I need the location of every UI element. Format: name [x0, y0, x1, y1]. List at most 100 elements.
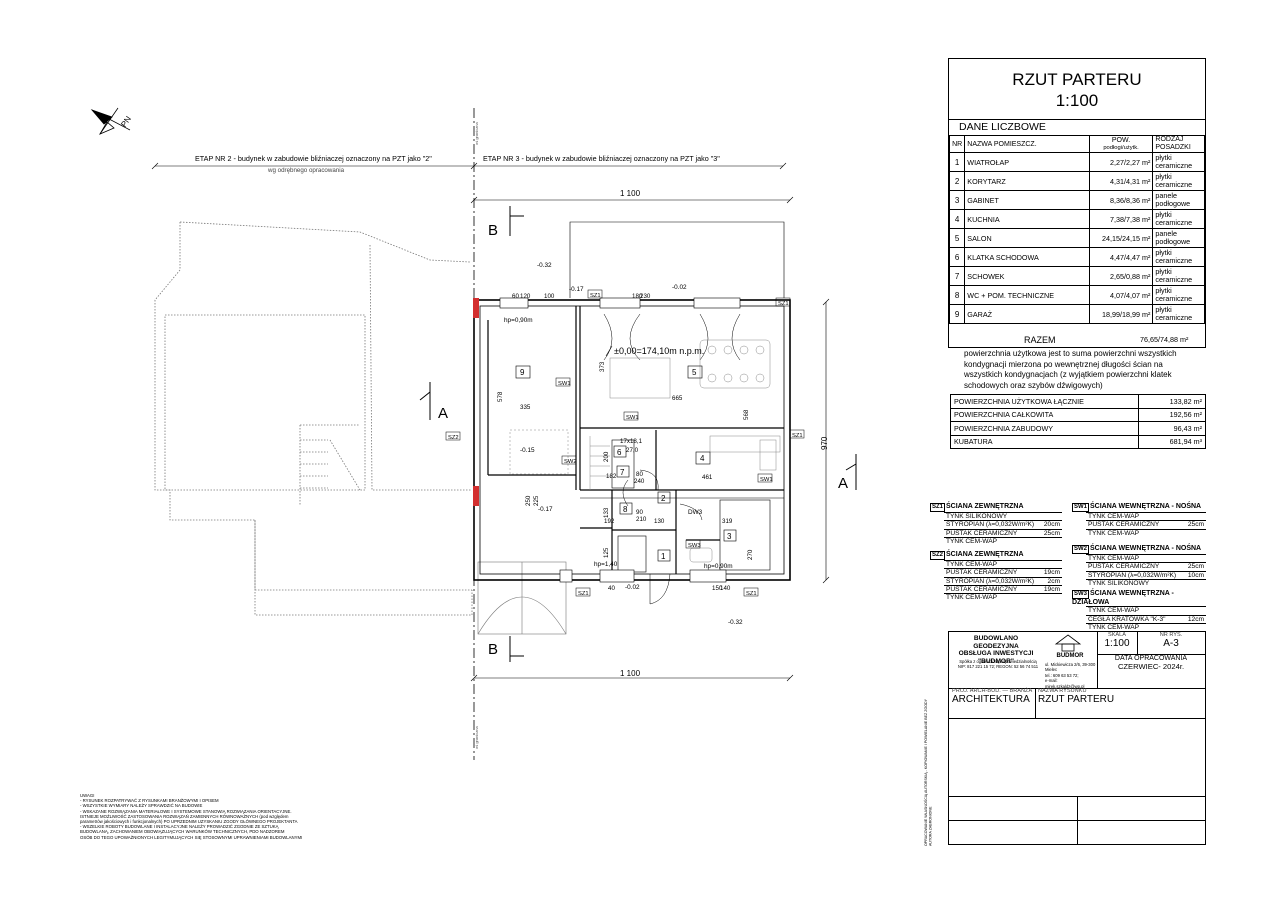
- room-floor: płytki ceramiczne: [1152, 247, 1205, 267]
- company-name-1: BUDOWLANO GEODEZYJNA: [973, 635, 1019, 650]
- note-line: ISTNIEJE MOŻLIWOŚĆ ZASTOSOWANIA ROZWIĄZA…: [80, 813, 289, 819]
- summary-label: POWIERZCHNIA UŻYTKOWA ŁĄCZNIE: [950, 394, 1139, 409]
- branza-label: PROJ. ARCH-BUD. — BRANŻA: [952, 688, 1033, 694]
- layer-material: STYROPIAN (λ=0,032W/m²K): [944, 520, 1041, 530]
- wall-layer-row: TYNK SILIKONOWY: [1086, 578, 1206, 588]
- area-description: powierzchnia użytkowa jest to suma powie…: [964, 349, 1177, 390]
- note-line: - WSKAZANE ROZWIĄZANIA MATERIAŁOWE I SYS…: [80, 808, 292, 814]
- room-nr: 7: [948, 266, 966, 286]
- svg-text:40: 40: [608, 585, 615, 592]
- wall-tag: SZ2: [930, 551, 946, 561]
- company-contact: ul. Mickiewicza 2/6, 39-300 Mielec tel.:…: [1045, 662, 1097, 689]
- rysunek-label: NAZWA RYSUNKU: [1038, 688, 1087, 694]
- layer-material: PUSTAK CERAMICZNY: [944, 568, 1041, 578]
- room-name: WIATROŁAP: [964, 152, 1090, 172]
- wall-title: ŚCIANA ZEWNĘTRZNA: [946, 503, 1024, 510]
- razem-value: 76,65/74,88 m²: [1140, 335, 1189, 344]
- note-line: parametrów jakościowych i funkcjonalnych…: [80, 819, 298, 825]
- layer-thickness: [1180, 528, 1206, 537]
- branza-cell: PROJ. ARCH-BUD. — BRANŻA ARCHITEKTURA: [949, 688, 1036, 719]
- north-label: PN: [119, 114, 133, 128]
- razem-label: RAZEM: [1024, 335, 1056, 345]
- room-label-7: 7: [620, 468, 625, 477]
- company-address: ul. Mickiewicza 2/6, 39-300 Mielec: [1045, 662, 1096, 673]
- room-area: 4,47/4,47 m²: [1088, 247, 1154, 267]
- section-a-right: A: [838, 475, 848, 492]
- layer-material: TYNK CEM-WAP: [944, 560, 1041, 569]
- room-name: SALON: [964, 228, 1090, 248]
- rysunek-value: RZUT PARTERU: [1038, 694, 1115, 705]
- company-name-2: OBSŁUGA INWESTYCJI: [958, 650, 1034, 658]
- svg-text:133: 133: [603, 507, 610, 518]
- room-nr: 8: [948, 285, 966, 305]
- dim-top: 1 100: [620, 189, 641, 198]
- axis-labels: oś graniczna oś graniczna: [474, 122, 479, 749]
- svg-text:80: 80: [636, 471, 643, 478]
- divider: [949, 119, 1205, 120]
- section-a-left: A: [438, 405, 448, 422]
- summary-value: 133,82 m²: [1138, 394, 1206, 409]
- dim-right: 970: [820, 436, 829, 450]
- layer-thickness: 25cm: [1184, 562, 1206, 572]
- layer-thickness: [1184, 554, 1206, 563]
- svg-text:SZ1: SZ1: [778, 301, 789, 307]
- svg-text:SZ1: SZ1: [578, 591, 589, 597]
- svg-text:hp=1,40: hp=1,40: [594, 561, 618, 568]
- svg-text:180: 180: [632, 293, 643, 300]
- summary-value: 192,56 m²: [1138, 407, 1206, 422]
- room-nr: 2: [948, 171, 966, 191]
- dim-bottom: 1 100: [620, 669, 641, 678]
- wall-layer-row: TYNK CEM-WAP: [944, 536, 1062, 546]
- layer-thickness: [1040, 560, 1062, 569]
- svg-text:oś graniczna: oś graniczna: [474, 122, 479, 145]
- title-block: RZUT PARTERU 1:100 DANE LICZBOWE NR NAZW…: [948, 58, 1206, 348]
- svg-text:90: 90: [636, 509, 643, 516]
- wall-layer-row: TYNK CEM-WAP: [1086, 606, 1206, 616]
- svg-text:SZ1: SZ1: [746, 591, 757, 597]
- layer-thickness: [1182, 622, 1206, 632]
- floor-plan: PN ETAP NR 2 - budynek w zabudowie bliźn…: [90, 107, 857, 760]
- wall-title: ŚCIANA WEWNĘTRZNA - DZIAŁOWA: [1072, 590, 1174, 607]
- skala-label: SKALA: [1107, 632, 1127, 638]
- wall-tag: SW3: [1072, 590, 1090, 600]
- layer-material: TYNK SILIKONOWY: [1086, 578, 1185, 588]
- wall-tag: SZ1: [930, 503, 946, 513]
- layer-thickness: 2cm: [1040, 576, 1062, 586]
- layer-material: STYROPIAN (λ=0,032W/m²K): [1086, 570, 1185, 580]
- room-labels: 9 5 4 6 7 8 2 1 3: [515, 365, 737, 562]
- layer-thickness: 10cm: [1184, 570, 1206, 580]
- room-name: SCHOWEK: [964, 266, 1090, 286]
- north-arrow-icon: PN: [90, 107, 133, 135]
- company-name: BUDOWLANO GEODEZYJNA OBSŁUGA INWESTYCJI …: [955, 635, 1037, 665]
- level-marks: -0.32 -0.17 -0.02 -0.15 -0.17 -0.02 -0.3…: [504, 262, 743, 626]
- svg-text:373: 373: [599, 361, 606, 372]
- layer-thickness: 25cm: [1180, 520, 1206, 530]
- svg-text:17x18,1: 17x18,1: [620, 438, 643, 445]
- room-area: 4,31/4,31 m²: [1088, 171, 1154, 191]
- svg-text:210: 210: [636, 516, 647, 523]
- garage-gate: [477, 561, 567, 635]
- room-area: 4,07/4,07 m²: [1088, 285, 1154, 305]
- wall-layer-row: STYROPIAN (λ=0,032W/m²K)2cm: [944, 576, 1062, 586]
- svg-text:-0.17: -0.17: [538, 506, 553, 513]
- svg-text:SW1: SW1: [558, 381, 571, 387]
- svg-text:oś graniczna: oś graniczna: [474, 726, 479, 749]
- svg-text:hp=0,90m: hp=0,90m: [704, 563, 733, 570]
